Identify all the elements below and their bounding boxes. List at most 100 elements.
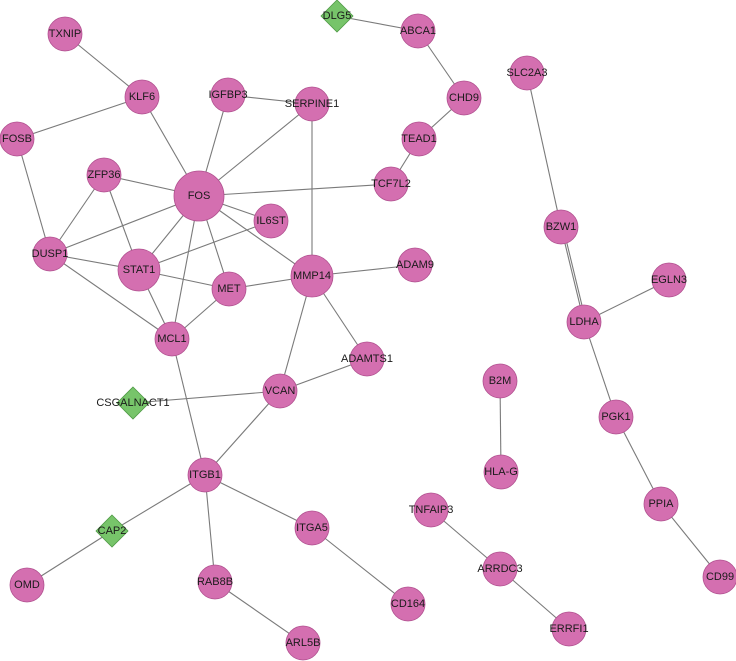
node-vcan[interactable]: VCAN <box>262 373 298 409</box>
node-ppia[interactable]: PPIA <box>643 486 679 522</box>
node-tnfaip3[interactable]: TNFAIP3 <box>409 492 454 528</box>
node-label: PGK1 <box>601 411 630 423</box>
node-label: EGLN3 <box>651 274 687 286</box>
node-txnip[interactable]: TXNIP <box>47 16 83 52</box>
node-tead1[interactable]: TEAD1 <box>401 121 437 157</box>
node-dlg5[interactable]: DLG5 <box>320 0 354 33</box>
circle-node-shape <box>285 625 321 661</box>
node-label: MET <box>217 283 241 295</box>
node-label: TXNIP <box>49 28 81 40</box>
node-label: ITGA5 <box>296 522 328 534</box>
circle-node-shape <box>401 121 437 157</box>
node-slc2a3[interactable]: SLC2A3 <box>507 55 548 91</box>
node-label: MCL1 <box>157 333 186 345</box>
node-label: IL6ST <box>256 215 286 227</box>
node-label: FOSB <box>2 133 32 145</box>
node-il6st[interactable]: IL6ST <box>253 203 289 239</box>
node-bzw1[interactable]: BZW1 <box>543 209 579 245</box>
circle-node-shape <box>294 86 330 122</box>
diamond-node-shape <box>95 514 129 548</box>
edge-slc2a3-bzw1 <box>526 72 562 228</box>
circle-node-shape <box>9 567 45 603</box>
circle-node-shape <box>551 611 587 647</box>
node-mcl1[interactable]: MCL1 <box>154 321 190 357</box>
node-adam9[interactable]: ADAM9 <box>396 247 434 283</box>
node-arl5b[interactable]: ARL5B <box>285 625 321 661</box>
edge-vcan-itgb1 <box>204 390 281 476</box>
node-label: ZFP36 <box>87 169 120 181</box>
edge-fos-tcf7l2 <box>198 183 392 197</box>
node-cd99[interactable]: CD99 <box>702 559 736 595</box>
node-omd[interactable]: OMD <box>9 567 45 603</box>
node-label: PPIA <box>648 498 674 510</box>
node-label: B2M <box>489 375 512 387</box>
node-label: STAT1 <box>123 264 156 276</box>
node-label: IGFBP3 <box>208 89 247 101</box>
node-itga5[interactable]: ITGA5 <box>294 510 330 546</box>
node-cd164[interactable]: CD164 <box>390 586 426 622</box>
circle-node-shape <box>290 254 334 298</box>
node-fos[interactable]: FOS <box>173 170 225 222</box>
node-adamts1[interactable]: ADAMTS1 <box>341 341 393 377</box>
node-label: DUSP1 <box>32 248 69 260</box>
node-hla-g[interactable]: HLA-G <box>483 454 519 490</box>
circle-node-shape <box>349 341 385 377</box>
node-itgb1[interactable]: ITGB1 <box>187 457 223 493</box>
diamond-node-shape <box>116 386 150 420</box>
node-label: DLG5 <box>323 10 352 22</box>
node-zfp36[interactable]: ZFP36 <box>86 157 122 193</box>
circle-node-shape <box>482 551 518 587</box>
circle-node-shape <box>253 203 289 239</box>
circle-node-shape <box>390 586 426 622</box>
circle-node-shape <box>294 510 330 546</box>
node-mmp14[interactable]: MMP14 <box>290 254 334 298</box>
edge-rab8b-arl5b <box>214 581 304 644</box>
node-csgalnact1[interactable]: CSGALNACT1 <box>96 386 170 420</box>
circle-node-shape <box>566 304 602 340</box>
circle-node-shape <box>32 236 68 272</box>
node-cap2[interactable]: CAP2 <box>95 514 129 548</box>
edge-itgb1-itga5 <box>204 474 313 529</box>
node-rab8b[interactable]: RAB8B <box>197 564 233 600</box>
node-label: SERPINE1 <box>285 98 339 110</box>
edge-itgb1-cap2 <box>111 474 206 532</box>
node-egln3[interactable]: EGLN3 <box>651 262 687 298</box>
node-label: OMD <box>14 579 40 591</box>
node-chd9[interactable]: CHD9 <box>446 80 482 116</box>
node-label: ERRFI1 <box>549 623 588 635</box>
circle-node-shape <box>173 170 225 222</box>
node-serpine1[interactable]: SERPINE1 <box>285 86 339 122</box>
edge-klf6-fosb <box>16 96 143 140</box>
diamond-node-shape <box>320 0 354 33</box>
node-pgk1[interactable]: PGK1 <box>598 399 634 435</box>
circle-node-shape <box>483 454 519 490</box>
node-label: ABCA1 <box>400 25 436 37</box>
circle-node-shape <box>509 55 545 91</box>
circle-node-shape <box>400 13 436 49</box>
circle-node-shape <box>543 209 579 245</box>
circle-node-shape <box>482 363 518 399</box>
node-errfi1[interactable]: ERRFI1 <box>549 611 589 647</box>
node-label: SLC2A3 <box>507 67 548 79</box>
node-label: CHD9 <box>449 92 479 104</box>
node-tcf7l2[interactable]: TCF7L2 <box>371 166 411 202</box>
node-dusp1[interactable]: DUSP1 <box>32 236 69 272</box>
circle-node-shape <box>117 248 161 292</box>
node-met[interactable]: MET <box>211 271 247 307</box>
node-label: ADAM9 <box>396 259 434 271</box>
node-klf6[interactable]: KLF6 <box>124 79 160 115</box>
node-igfbp3[interactable]: IGFBP3 <box>208 77 248 113</box>
edge-dusp1-mcl1 <box>49 253 173 340</box>
node-abca1[interactable]: ABCA1 <box>400 13 436 49</box>
node-fosb[interactable]: FOSB <box>0 121 35 157</box>
edge-itga5-cd164 <box>311 527 409 605</box>
node-label: CSGALNACT1 <box>96 397 169 409</box>
node-b2m[interactable]: B2M <box>482 363 518 399</box>
node-label: CAP2 <box>98 525 127 537</box>
edge-mcl1-itgb1 <box>171 338 206 476</box>
node-arrdc3[interactable]: ARRDC3 <box>477 551 523 587</box>
circle-node-shape <box>397 247 433 283</box>
node-label: CD99 <box>706 571 734 583</box>
node-ldha[interactable]: LDHA <box>566 304 602 340</box>
node-stat1[interactable]: STAT1 <box>117 248 161 292</box>
